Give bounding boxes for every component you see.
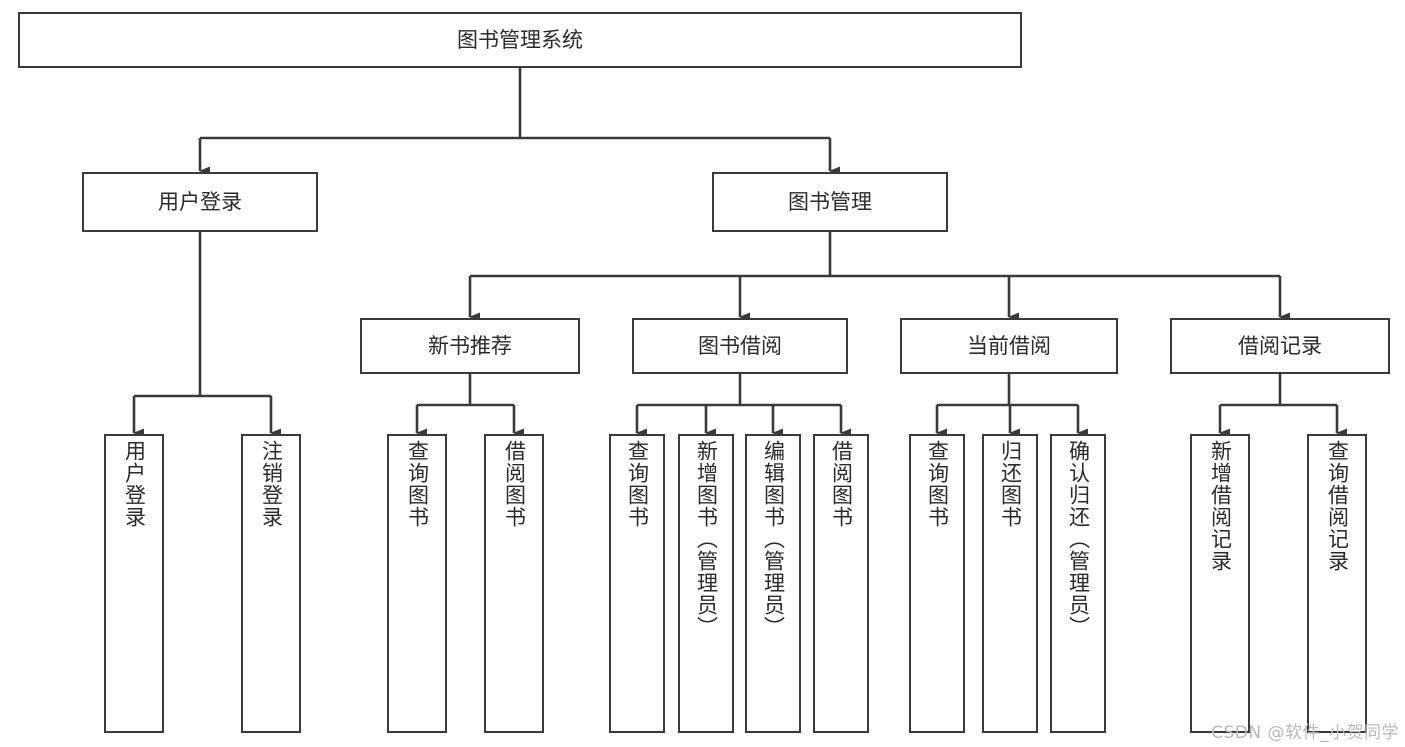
node-leaf-query-book-1[interactable]: 查询图书 (387, 434, 447, 733)
node-leaf-borrow-book-2[interactable]: 借阅图书 (813, 434, 869, 733)
node-leaf-borrow-book-1-label: 借阅图书 (502, 440, 527, 528)
node-leaf-query-book-3[interactable]: 查询图书 (909, 434, 965, 733)
node-current-borrow[interactable]: 当前借阅 (900, 318, 1118, 374)
node-leaf-logout-label: 注销登录 (259, 440, 284, 528)
node-user-login-label: 用户登录 (158, 189, 242, 214)
node-borrow-record-label: 借阅记录 (1238, 333, 1322, 358)
node-root[interactable]: 图书管理系统 (18, 12, 1022, 68)
node-leaf-query-record-label: 查询借阅记录 (1325, 440, 1350, 572)
csdn-watermark: CSDN @软件_小贺同学 (1211, 723, 1399, 743)
node-book-manage-label: 图书管理 (788, 189, 872, 214)
node-leaf-query-book-2-label: 查询图书 (625, 440, 650, 528)
node-leaf-confirm-return-label: 确认归还（管理员） (1066, 440, 1091, 638)
node-leaf-edit-book[interactable]: 编辑图书（管理员） (745, 434, 801, 733)
node-leaf-edit-book-label: 编辑图书（管理员） (761, 440, 786, 638)
node-book-borrow-label: 图书借阅 (698, 333, 782, 358)
node-new-book-recommend-label: 新书推荐 (428, 333, 512, 358)
node-leaf-user-login[interactable]: 用户登录 (104, 434, 164, 733)
node-leaf-user-login-label: 用户登录 (122, 440, 147, 528)
node-leaf-query-book-2[interactable]: 查询图书 (609, 434, 665, 733)
node-leaf-return-book[interactable]: 归还图书 (982, 434, 1038, 733)
node-leaf-borrow-book-1[interactable]: 借阅图书 (484, 434, 544, 733)
node-leaf-query-book-3-label: 查询图书 (925, 440, 950, 528)
node-leaf-add-record-label: 新增借阅记录 (1208, 440, 1233, 572)
node-user-login[interactable]: 用户登录 (82, 172, 318, 232)
node-leaf-query-book-1-label: 查询图书 (405, 440, 430, 528)
node-leaf-add-book-label: 新增图书（管理员） (694, 440, 719, 638)
node-borrow-record[interactable]: 借阅记录 (1170, 318, 1390, 374)
node-leaf-query-record[interactable]: 查询借阅记录 (1307, 434, 1367, 733)
node-leaf-add-book[interactable]: 新增图书（管理员） (678, 434, 734, 733)
node-current-borrow-label: 当前借阅 (967, 333, 1051, 358)
node-leaf-add-record[interactable]: 新增借阅记录 (1190, 434, 1250, 733)
node-book-manage[interactable]: 图书管理 (712, 172, 948, 232)
node-leaf-logout[interactable]: 注销登录 (241, 434, 301, 733)
node-leaf-return-book-label: 归还图书 (998, 440, 1023, 528)
node-new-book-recommend[interactable]: 新书推荐 (360, 318, 580, 374)
node-leaf-borrow-book-2-label: 借阅图书 (829, 440, 854, 528)
node-root-label: 图书管理系统 (457, 27, 583, 52)
node-leaf-confirm-return[interactable]: 确认归还（管理员） (1050, 434, 1106, 733)
node-book-borrow[interactable]: 图书借阅 (632, 318, 848, 374)
